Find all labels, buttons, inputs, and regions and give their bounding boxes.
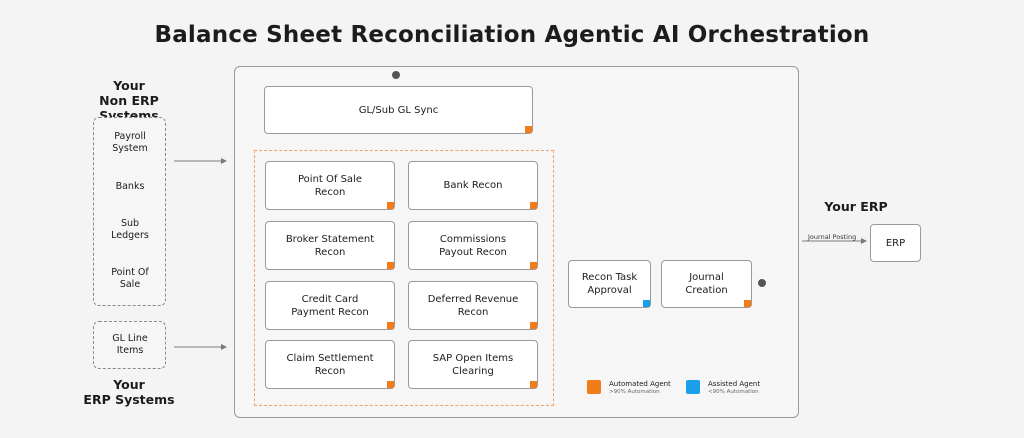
automated-agent-marker <box>530 202 537 209</box>
your-erp-heading: Your ERP <box>824 199 888 214</box>
erp-box: ERP <box>870 224 921 262</box>
source-payroll-system: Payroll System <box>112 131 148 154</box>
automated-agent-marker <box>387 262 394 269</box>
start-node-dot <box>392 71 400 79</box>
automated-agent-legend-sub: >90% Automation <box>609 389 660 395</box>
automated-agent-legend-title: Automated Agent <box>609 380 671 388</box>
gl-sub-gl-sync-box: GL/Sub GL Sync <box>264 86 533 134</box>
source-banks: Banks <box>115 181 145 192</box>
automated-agent-marker <box>387 322 394 329</box>
automated-agent-marker <box>530 322 537 329</box>
assisted-agent-marker <box>643 300 650 307</box>
source-point-of-sale: Point Of Sale <box>111 267 149 290</box>
source-sub-ledgers: Sub Ledgers <box>111 218 149 241</box>
recon-bank: Bank Recon <box>408 161 538 210</box>
page-title: Balance Sheet Reconciliation Agentic AI … <box>154 22 870 48</box>
automated-agent-swatch <box>587 380 601 394</box>
automated-agent-marker <box>530 381 537 388</box>
non-erp-systems-group: Payroll System Banks Sub Ledgers Point O… <box>93 117 166 306</box>
assisted-agent-legend-sub: <90% Automation <box>708 389 759 395</box>
automated-agent-marker <box>387 381 394 388</box>
erp-systems-group: GL Line Items <box>93 321 166 369</box>
assisted-agent-legend-title: Assisted Agent <box>708 380 761 388</box>
automated-agent-marker <box>530 262 537 269</box>
automated-agent-marker <box>525 126 532 133</box>
erp-systems-heading: Your ERP Systems <box>83 377 175 407</box>
assisted-agent-swatch <box>686 380 700 394</box>
source-gl-line-items: GL Line Items <box>112 333 148 356</box>
recon-agents-group <box>254 150 554 406</box>
journal-posting-label: Journal Posting <box>808 233 857 241</box>
end-node-dot <box>758 279 766 287</box>
automated-agent-marker <box>387 202 394 209</box>
automated-agent-marker <box>744 300 751 307</box>
